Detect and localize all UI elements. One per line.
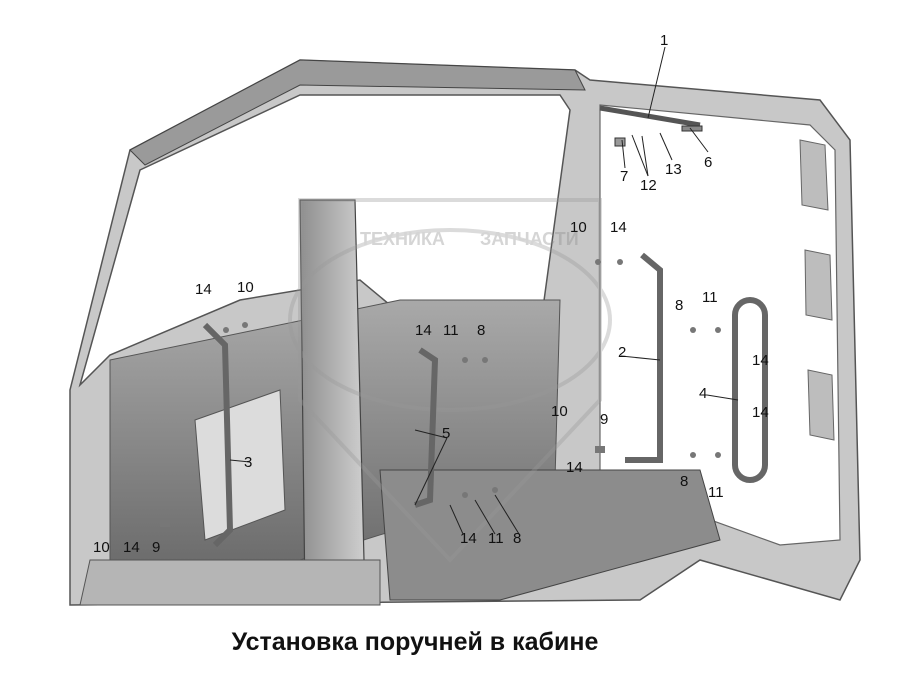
callout-10-mid: 10 (551, 403, 568, 420)
callout-1: 1 (660, 32, 668, 49)
fasteners (160, 259, 721, 527)
callout-2: 2 (618, 344, 626, 361)
callout-14-bottom: 14 (460, 530, 477, 547)
handrail-5 (414, 347, 439, 508)
callout-8-center: 8 (477, 322, 485, 339)
diagram-caption: Установка поручней в кабине (231, 628, 599, 656)
callout-11-right-top: 11 (702, 289, 718, 306)
callout-14-bottom-left: 14 (123, 539, 140, 556)
handrail-2 (625, 252, 663, 463)
callout-14-right-upper: 14 (752, 352, 769, 369)
callout-11-right-bottom: 11 (708, 484, 724, 501)
callout-14-top: 14 (610, 219, 627, 236)
callout-5: 5 (442, 425, 450, 442)
callout-10-top: 10 (570, 219, 587, 236)
callout-8-right-top: 8 (675, 297, 683, 314)
callout-13: 13 (665, 161, 682, 178)
callout-6: 6 (704, 154, 712, 171)
watermark: ТЕХНИКА ЗАПЧАСТИ (288, 198, 612, 563)
callout-14-left: 14 (195, 281, 212, 298)
handrail-3 (202, 322, 234, 548)
callout-10-bottom: 10 (93, 539, 110, 556)
callout-9-right: 9 (600, 411, 608, 428)
callout-14-lower: 14 (566, 459, 583, 476)
leader-lines (229, 46, 739, 535)
watermark-left-text: ТЕХНИКА (360, 229, 445, 249)
watermark-right-text: ЗАПЧАСТИ (480, 229, 579, 249)
callout-3: 3 (244, 454, 252, 471)
handrail-4 (732, 297, 768, 483)
callout-7: 7 (620, 168, 628, 185)
callout-12: 12 (640, 177, 657, 194)
callout-10-left: 10 (237, 279, 254, 296)
callout-11-center: 11 (443, 322, 459, 339)
callout-11-bottom: 11 (488, 530, 504, 547)
cab-frame (69, 59, 861, 606)
callout-14-center: 14 (415, 322, 432, 339)
callout-9-left: 9 (152, 539, 160, 556)
callout-8-bottom: 8 (513, 530, 521, 547)
callout-14-right-lower: 14 (752, 404, 769, 421)
callout-4: 4 (699, 385, 707, 402)
callout-8-right-bottom: 8 (680, 473, 688, 490)
callout-labels: 1 2 3 4 5 6 7 8 8 8 8 9 9 10 10 10 10 11… (93, 32, 769, 556)
